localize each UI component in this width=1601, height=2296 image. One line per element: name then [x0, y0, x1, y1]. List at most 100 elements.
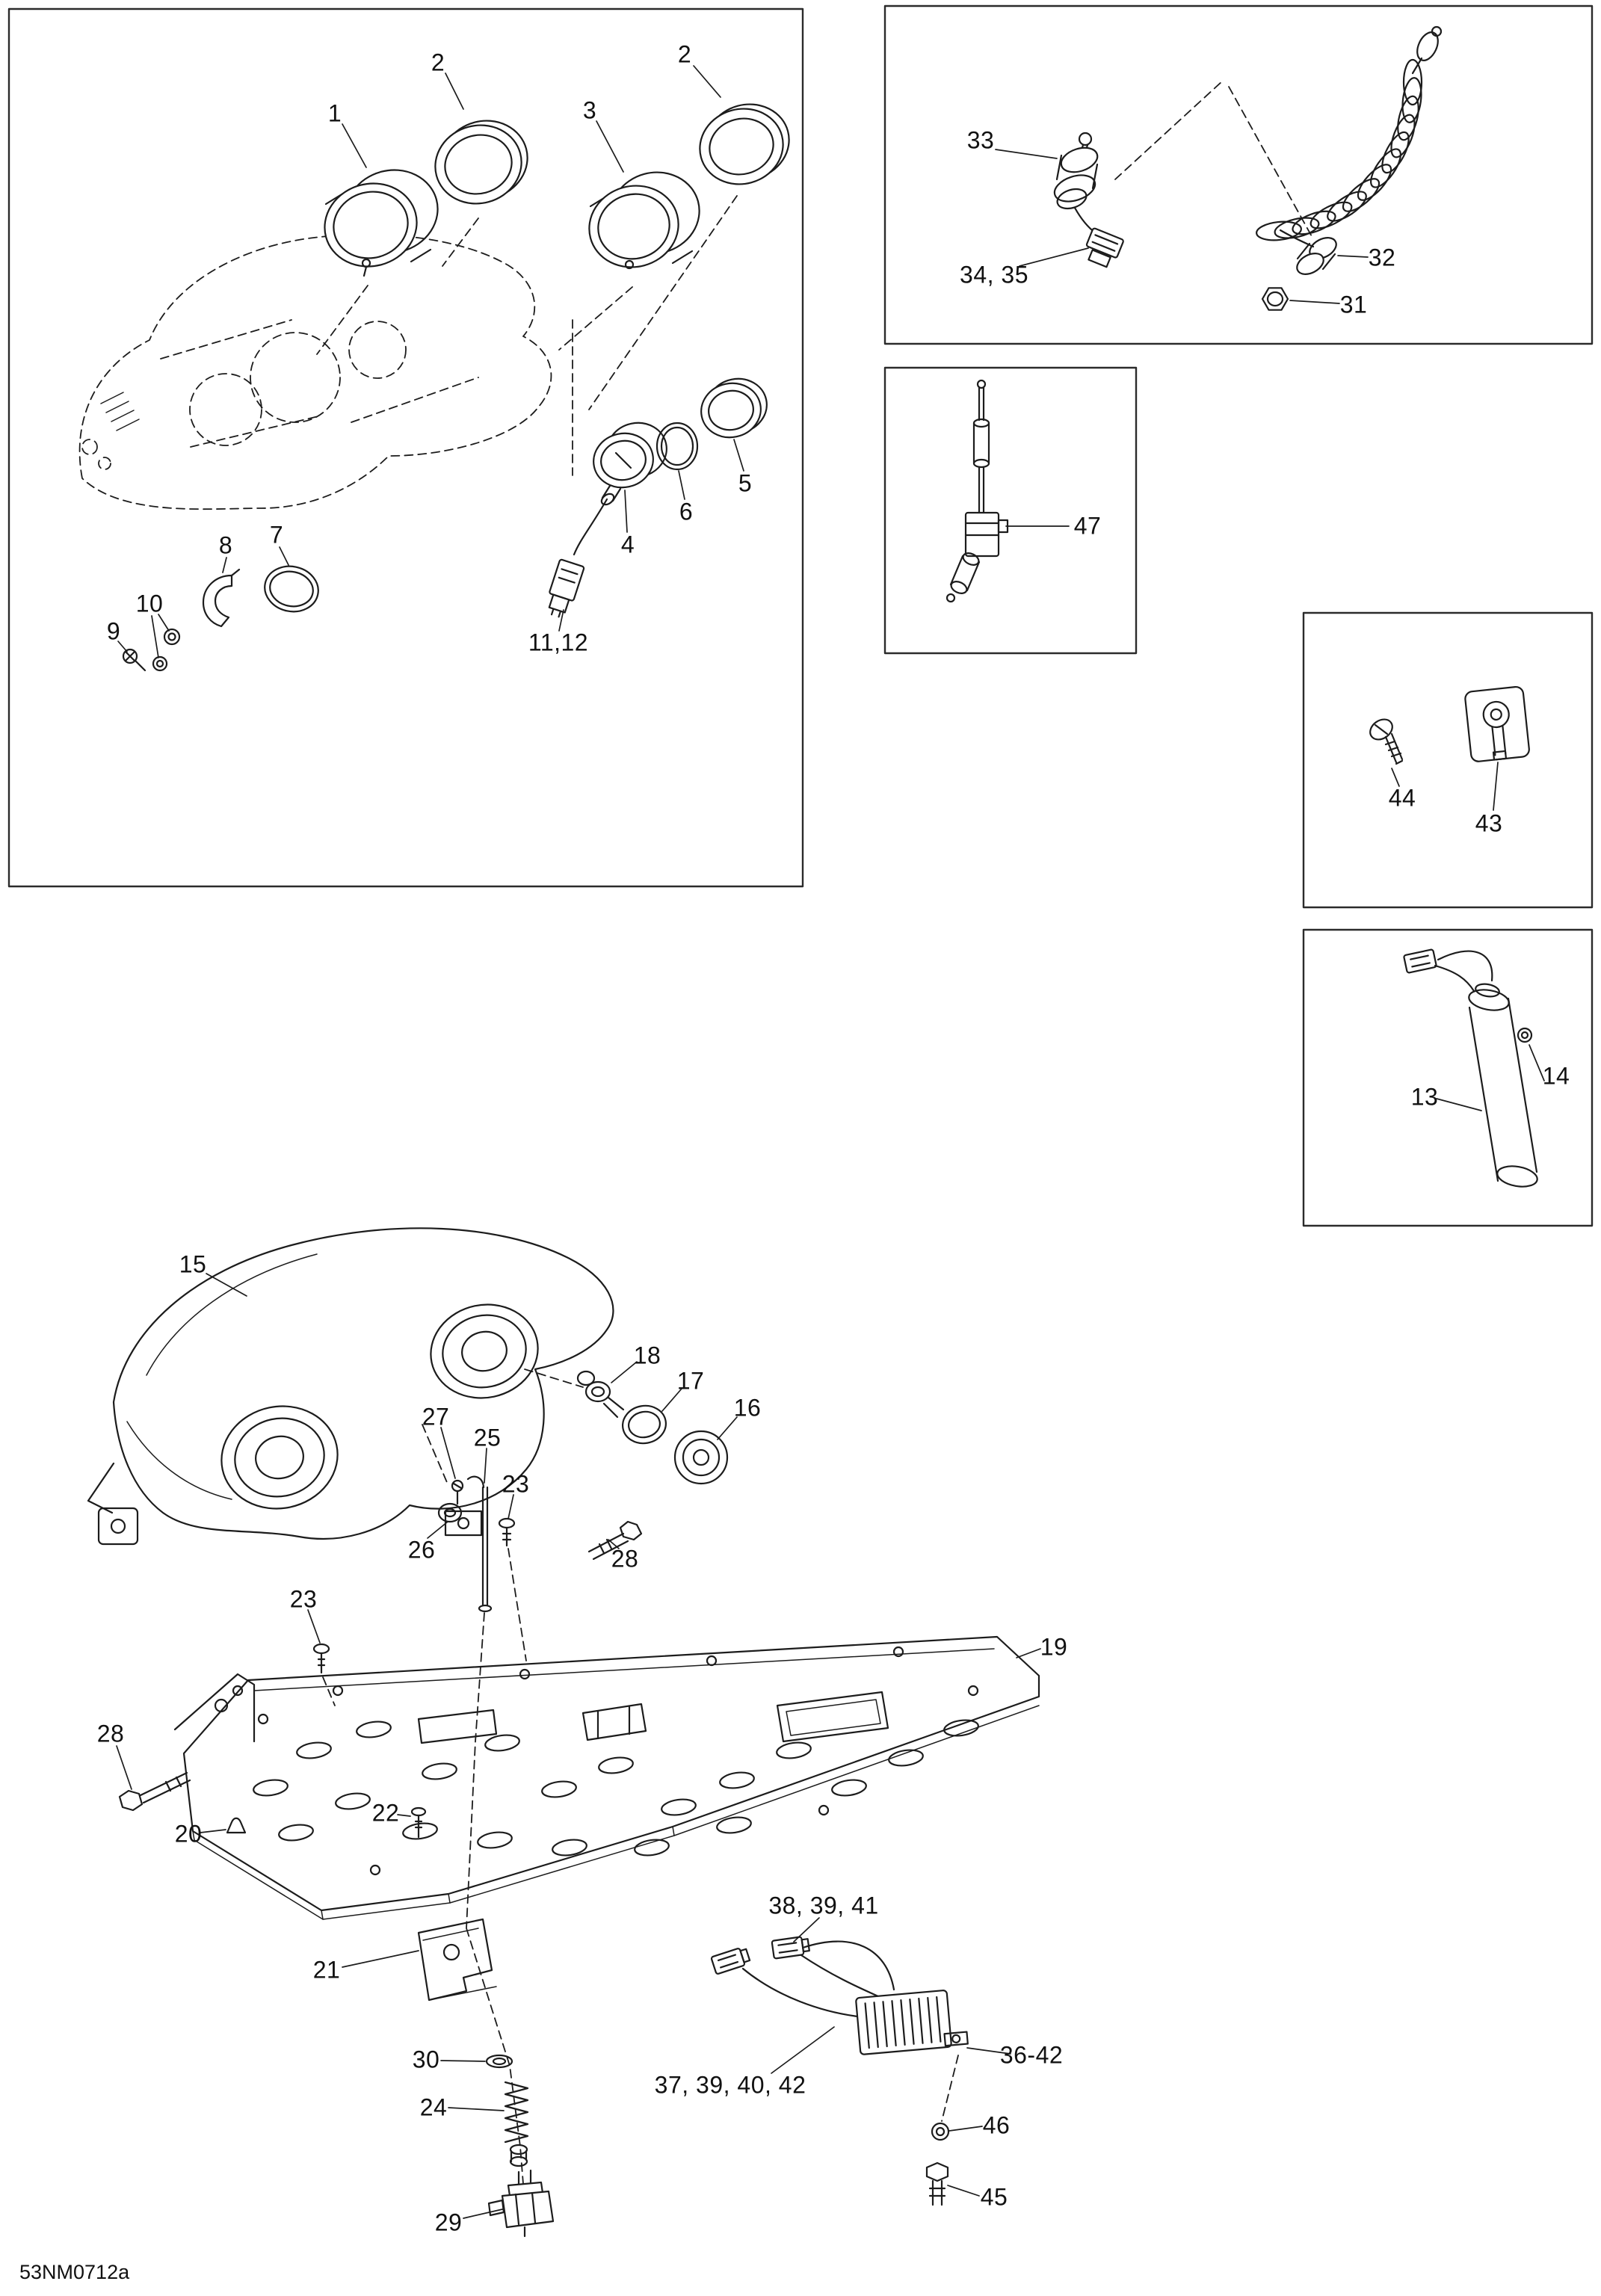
part-label-17: 17 — [676, 1367, 705, 1395]
screw-23-upper — [498, 1517, 516, 1547]
bolt-28-upper — [587, 1520, 643, 1561]
part-label-23: 23 — [289, 1585, 318, 1613]
part-label-43: 43 — [1475, 809, 1503, 837]
latch-section — [1369, 685, 1530, 765]
level-sensor-section — [946, 379, 1009, 603]
part-label-11-12: 11,12 — [528, 629, 589, 656]
part-label-19: 19 — [1040, 1633, 1068, 1661]
part-label-2: 2 — [431, 49, 445, 76]
nut-31 — [1261, 287, 1289, 311]
bolt-45 — [925, 2161, 949, 2206]
diagram-code: 53NM0712a — [19, 2261, 130, 2283]
screw-22 — [410, 1806, 427, 1839]
part-label-13: 13 — [1410, 1083, 1439, 1111]
part-label-30: 30 — [412, 2046, 440, 2073]
ignition-section — [1053, 25, 1443, 311]
part-label-21: 21 — [312, 1956, 341, 1984]
part-label-8: 8 — [218, 531, 233, 559]
rivet-20 — [226, 1817, 247, 1834]
part-label-44: 44 — [1388, 784, 1416, 812]
leader-lines — [116, 65, 1545, 2219]
panel-tube — [1302, 928, 1594, 1227]
part-label-20: 20 — [174, 1820, 203, 1848]
part-label-37-39-40-42: 37, 39, 40, 42 — [654, 2071, 806, 2099]
retainer-ring-17 — [622, 1404, 667, 1445]
part-label-34-35: 34, 35 — [960, 261, 1028, 288]
harness-plug-1 — [710, 1948, 751, 1975]
part-label-14: 14 — [1542, 1062, 1570, 1090]
o-ring-7 — [264, 565, 319, 613]
part-label-36-42: 36-42 — [999, 2041, 1064, 2069]
gauges-section — [78, 103, 790, 672]
voltage-regulator-36-42 — [855, 1990, 969, 2055]
headlight-section — [87, 1227, 729, 1613]
headlight-lamp-right — [430, 1303, 539, 1399]
part-label-32: 32 — [1368, 244, 1396, 271]
part-label-3: 3 — [582, 96, 597, 124]
part-label-29: 29 — [434, 2209, 463, 2236]
screw-23-lower — [312, 1643, 336, 1706]
part-label-5: 5 — [738, 469, 753, 497]
washers-10 — [152, 628, 181, 672]
clamp-8 — [202, 568, 241, 628]
headlight-housing-15 — [112, 1227, 614, 1540]
part-label-23: 23 — [502, 1470, 530, 1498]
valve-29 — [487, 2169, 555, 2238]
grommet-14 — [1517, 1027, 1533, 1043]
part-label-33: 33 — [966, 126, 995, 154]
gasket-ring-6 — [655, 422, 699, 471]
panel-ignition — [883, 4, 1594, 345]
part-label-16: 16 — [733, 1394, 762, 1422]
fuel-gauge-4 — [573, 422, 667, 556]
electrics-lower-section — [485, 1936, 969, 2238]
part-label-25: 25 — [473, 1424, 502, 1451]
bulb-18 — [576, 1370, 625, 1419]
washer-30 — [485, 2054, 513, 2069]
tube-13 — [1468, 983, 1538, 1188]
spring-24 — [504, 2081, 529, 2144]
bracket-21 — [417, 1918, 497, 2002]
part-label-26: 26 — [407, 1536, 436, 1564]
headlight-lamp-left — [220, 1405, 339, 1510]
part-label-28: 28 — [96, 1720, 125, 1747]
screw-44 — [1369, 718, 1404, 765]
part-label-6: 6 — [679, 498, 694, 525]
gauge-3 — [588, 171, 700, 270]
panel-gauges — [7, 7, 804, 888]
part-label-18: 18 — [633, 1342, 661, 1369]
part-label-9: 9 — [106, 617, 121, 645]
washer-46 — [931, 2122, 950, 2141]
panel-frames — [7, 4, 1594, 1227]
part-label-15: 15 — [179, 1250, 207, 1278]
tether-cap-32 — [1296, 237, 1337, 275]
bezel-ring-2b — [699, 103, 790, 185]
part-label-2: 2 — [677, 40, 692, 68]
rubber-cap-16 — [673, 1430, 729, 1485]
part-label-4: 4 — [620, 531, 635, 558]
pin-27 — [451, 1479, 464, 1505]
part-label-45: 45 — [980, 2183, 1008, 2211]
bolt-28-lower — [118, 1771, 191, 1812]
part-label-31: 31 — [1339, 291, 1368, 318]
part-label-27: 27 — [422, 1403, 450, 1431]
part-label-38-39-41: 38, 39, 41 — [768, 1892, 879, 1919]
tube-connector — [1403, 948, 1437, 974]
baseplate-section — [118, 1548, 1040, 2185]
part-label-10: 10 — [135, 590, 164, 617]
fuel-gauge-bezel-5 — [700, 377, 768, 439]
plate-holes — [253, 1646, 979, 1876]
panel-level-sensor — [883, 366, 1138, 655]
connector-34-35 — [1085, 227, 1124, 268]
part-label-46: 46 — [982, 2111, 1011, 2139]
part-label-47: 47 — [1073, 512, 1102, 540]
part-label-24: 24 — [419, 2093, 448, 2121]
gauge-1 — [324, 169, 439, 277]
latch-43 — [1464, 685, 1530, 762]
ignition-switch-33 — [1053, 132, 1099, 235]
tube-section — [1403, 948, 1538, 1188]
harness-plug-2 — [771, 1936, 810, 1960]
screw-9 — [122, 648, 146, 672]
